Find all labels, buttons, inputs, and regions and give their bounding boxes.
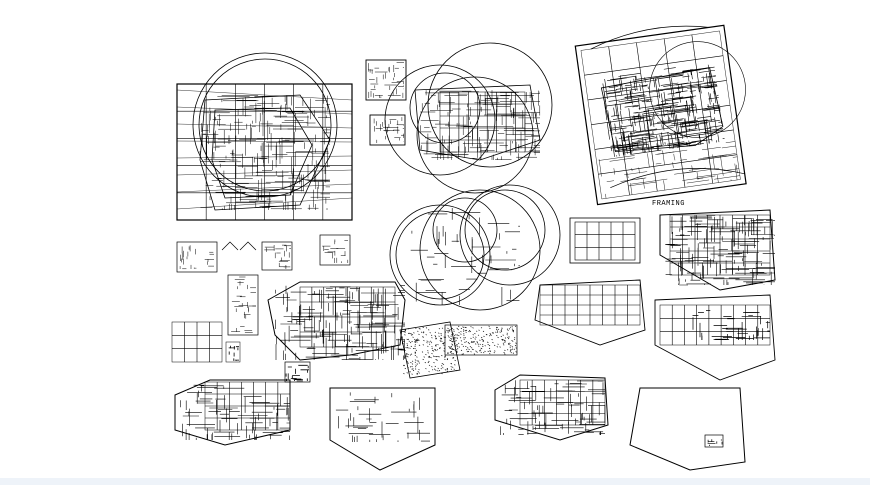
irregular-building-plan-midleft	[267, 281, 406, 383]
grid-plans-bottom	[174, 374, 746, 471]
hatched-pads-center	[399, 321, 518, 379]
circular-plan-topmiddle	[365, 42, 553, 194]
rotated-site-plan-topright	[574, 24, 747, 206]
detail-sections-left	[171, 234, 351, 363]
master-plan-topleft	[176, 52, 353, 221]
center-ring-plan	[389, 184, 561, 311]
grid-plans-midright	[534, 209, 776, 381]
bottom-strip	[0, 478, 870, 485]
framing-caption: FRAMING	[652, 200, 685, 208]
